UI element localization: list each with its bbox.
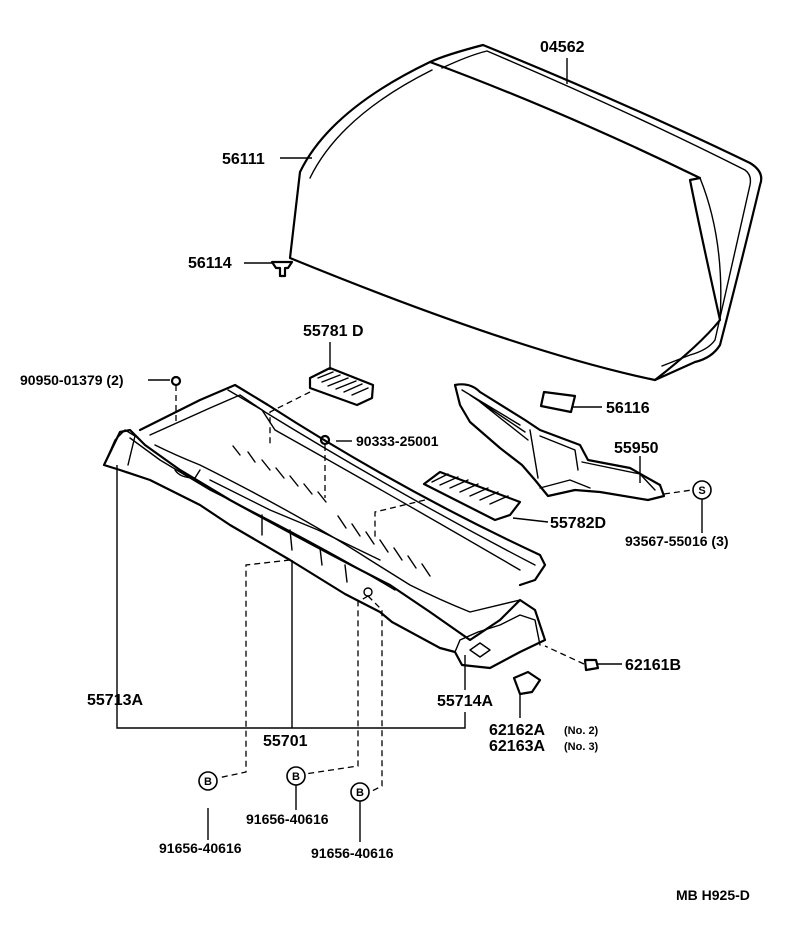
symbol-s-letter: S xyxy=(698,485,705,497)
label-90333: 90333-25001 xyxy=(356,433,439,449)
windshield-moulding xyxy=(428,43,763,382)
symbol-b-3: B xyxy=(350,782,370,802)
label-91656-b: 91656-40616 xyxy=(246,811,329,827)
symbol-b-3-letter: B xyxy=(356,787,364,799)
clip-62161b xyxy=(583,658,600,672)
label-91656-c: 91656-40616 xyxy=(311,845,394,861)
label-91656-a: 91656-40616 xyxy=(159,840,242,856)
label-62163a-note: (No. 3) xyxy=(564,741,599,753)
label-62163a: 62163A xyxy=(489,738,545,755)
label-62162a: 62162A xyxy=(489,722,545,739)
duct-55950 xyxy=(453,383,666,502)
label-55701: 55701 xyxy=(263,733,308,750)
label-55714a: 55714A xyxy=(437,693,493,710)
label-93567: 93567-55016 (3) xyxy=(625,533,729,549)
symbol-b-2: B xyxy=(286,766,306,786)
screw-90333 xyxy=(319,434,331,446)
seal-55781d xyxy=(308,366,375,407)
pad-56116 xyxy=(539,390,577,414)
cowl-panel xyxy=(102,383,547,670)
clip-90950 xyxy=(170,375,182,387)
label-56116: 56116 xyxy=(606,400,650,417)
label-62162a-note: (No. 2) xyxy=(564,725,599,737)
label-04562: 04562 xyxy=(540,39,585,56)
seal-55782d xyxy=(422,470,522,522)
bracket-62162a xyxy=(512,670,542,696)
leader-lines xyxy=(116,58,703,842)
label-55782d: 55782D xyxy=(550,515,606,532)
label-62161b: 62161B xyxy=(625,657,681,674)
symbol-b-1: B xyxy=(198,771,218,791)
label-55713a: 55713A xyxy=(87,692,143,709)
symbol-b-2-letter: B xyxy=(292,771,300,783)
label-90950: 90950-01379 (2) xyxy=(20,372,124,388)
label-55781d: 55781 D xyxy=(303,323,364,340)
symbol-s: S xyxy=(692,480,712,500)
label-56114: 56114 xyxy=(188,255,232,272)
label-55950: 55950 xyxy=(614,440,659,457)
diagram-code: MB H925-D xyxy=(676,887,750,903)
dashed-guides xyxy=(175,385,693,793)
symbol-b-1-letter: B xyxy=(204,776,212,788)
clip-56114 xyxy=(270,260,294,278)
label-56111: 56111 xyxy=(222,151,265,168)
